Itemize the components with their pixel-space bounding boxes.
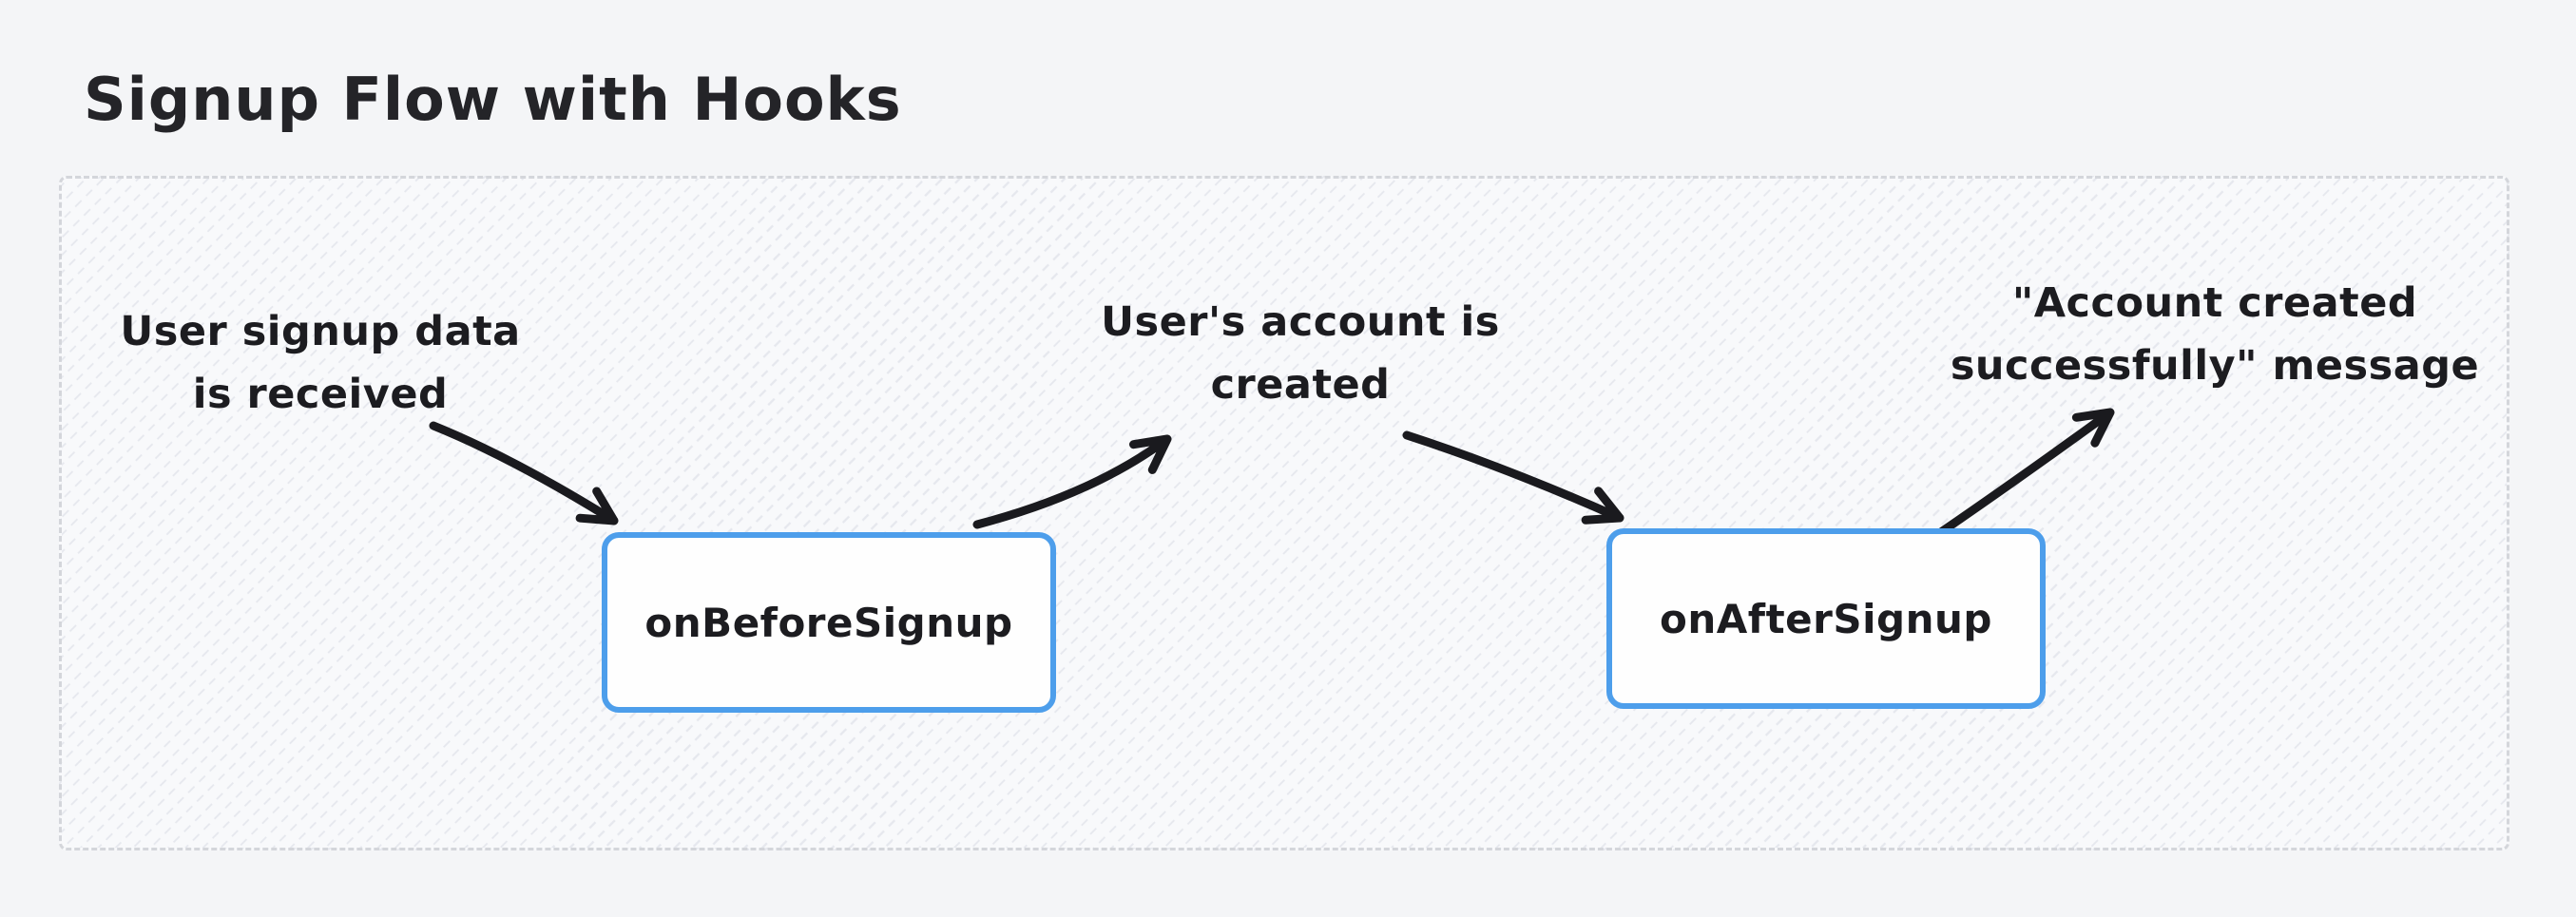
note-user-signup-data: User signup data is received [92,300,548,426]
note-line: User signup data [120,308,521,355]
note-account-created: User's account is created [1072,291,1528,416]
note-line: successfully" message [1950,342,2480,390]
note-line: User's account is [1101,298,1500,346]
note-line: created [1210,361,1391,409]
hook-box-onaftersignup: onAfterSignup [1606,528,2046,709]
note-line: "Account created [2011,279,2418,327]
hook-box-label: onBeforeSignup [644,599,1013,646]
hook-box-onbeforesignup: onBeforeSignup [602,532,1056,713]
note-line: is received [192,371,449,418]
diagram-title: Signup Flow with Hooks [84,65,902,134]
note-success-message: "Account created successfully" message [1934,272,2495,397]
hook-box-label: onAfterSignup [1660,595,1992,642]
